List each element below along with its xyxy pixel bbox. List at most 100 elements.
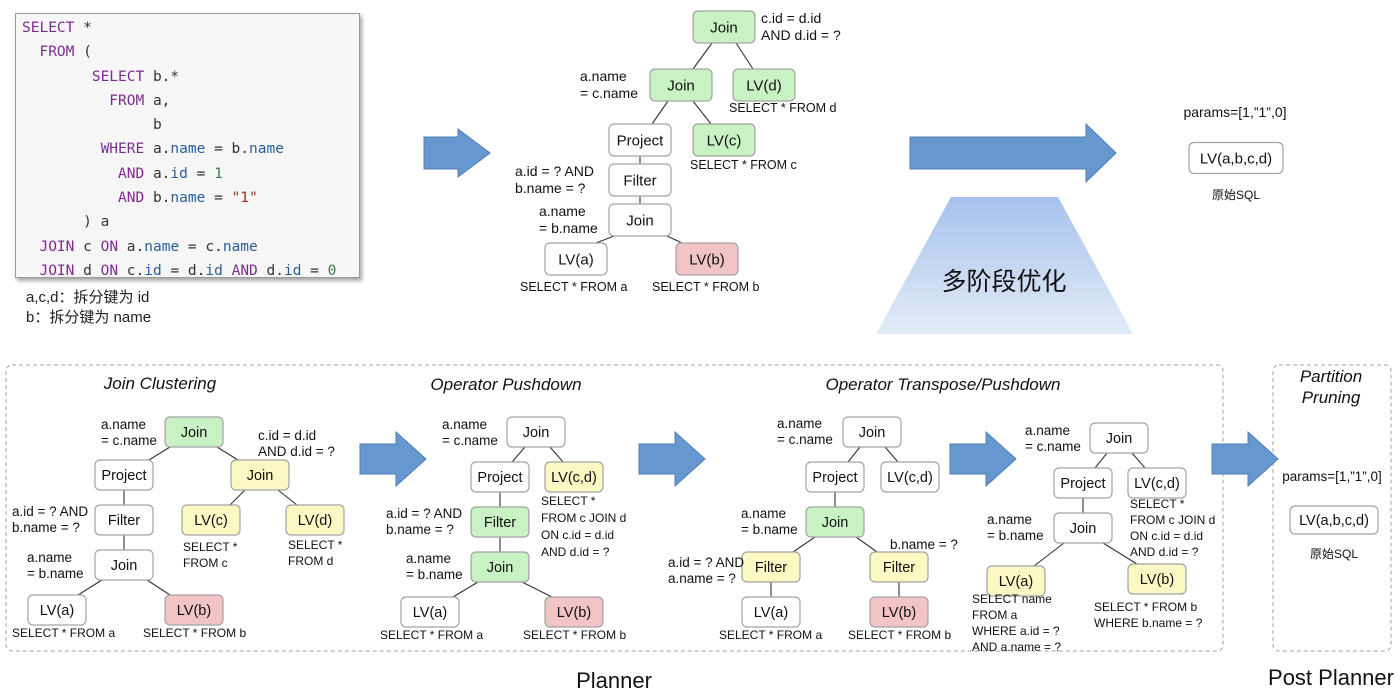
sql-field: id [170,165,188,182]
annotation: a.name= b.name [741,506,798,537]
sql-line: ) a [22,210,359,234]
node-lv-abcd: LV(a,b,c,d) [1289,505,1379,535]
node-box [470,461,530,493]
shard-key-note-b: b：拆分键为 name [26,309,152,326]
annotation-line: SELECT * FROM a [380,628,483,642]
annotation: a.name= c.name [580,68,638,101]
annotation-line: AND a.name = ? [972,640,1061,654]
node-label: LV(c,d) [551,470,597,486]
node-box [1053,467,1113,499]
annotation-line: ON c.id = d.id [541,528,614,542]
node-box [1289,505,1379,535]
node-label: Join [822,515,849,531]
post-planner-label: Post Planner [1268,665,1394,690]
sql-token: = d. [161,262,206,279]
annotation-line: = b.name [27,566,84,581]
node-lva: LV(a) [986,565,1046,597]
annotation: SELECT *FROM c [183,540,238,570]
sql-line: FROM a, [22,89,359,113]
planner-label: Planner [576,668,652,693]
sql-line: SELECT b.* [22,65,359,89]
annotation-line: FROM d [288,554,333,568]
annotation-line: = b.name [539,220,598,236]
annotation-line: a.name [1025,423,1070,438]
node-box [869,596,929,628]
flow-arrow-icon [423,128,491,178]
node-label: Join [667,77,695,94]
node-box [1053,512,1113,544]
sql-line: FROM ( [22,40,359,64]
annotation: SELECT * FROM b [143,626,246,640]
annotation-line: a.name [406,551,451,566]
node-label: Join [111,558,138,574]
node-j3: Join [608,203,672,237]
node-label: Filter [484,515,516,531]
annotation-line: = b.name [987,528,1044,543]
node-box [805,506,865,538]
annotation: a.name= c.name [442,417,498,448]
flow-arrow-icon [359,430,427,488]
sql-keyword: JOIN [22,238,75,255]
node-box [470,506,530,538]
node-box [869,551,929,583]
panel-title-partition-pruning: Pruning [1302,388,1361,407]
node-proj: Project [1053,467,1113,499]
tree-edge [847,446,861,463]
node-box [164,594,224,626]
node-box [230,459,290,491]
node-label: Join [523,425,550,441]
sql-line: JOIN c ON a.name = c.name [22,235,359,259]
node-lv-abcd: LV(a,b,c,d) [1188,141,1284,175]
planner-region [5,364,1224,652]
flow-arrow-icon [949,430,1017,488]
sql-token: = [301,262,328,279]
node-lvb: LV(b) [544,596,604,628]
node-lva: LV(a) [27,594,87,626]
original-sql-caption: 原始SQL [1310,547,1358,561]
panel-title-partition-pruning: Partition [1300,367,1362,386]
node-lvcd: LV(c,d) [1127,467,1187,499]
node-lva: LV(a) [544,242,608,276]
tree-edge [651,100,669,125]
sql-token: * [74,20,92,36]
sql-keyword: AND [22,190,145,207]
annotation-line: SELECT * FROM a [12,626,115,640]
sql-keyword: WHERE [22,141,145,158]
node-label: Filter [108,513,140,529]
node-label: LV(a) [558,251,594,268]
sql-line: b [22,113,359,137]
sql-field: name [144,238,180,255]
annotation-line: a.name = ? [668,571,736,586]
node-label: Join [1070,521,1097,537]
node-box [649,68,713,102]
tree-edge [735,42,754,70]
annotation: SELECT * FROM a [719,628,822,642]
sql-field: id [144,262,162,279]
sql-token: a. [144,165,171,182]
node-j1: Join [164,416,224,448]
node-box [544,242,608,276]
node-box [880,461,940,493]
sql-keyword: ON [100,238,119,255]
node-label: LV(b) [557,605,591,621]
annotation: a.name= b.name [27,550,84,581]
node-lvb: LV(b) [869,596,929,628]
node-box [692,10,756,44]
annotation-line: a.name [777,416,822,431]
tree-edge [595,235,615,244]
sql-keyword: AND [22,165,145,182]
node-proj: Project [608,123,672,157]
sql-field: name [170,141,206,158]
params-label: params=[1,”1”,0] [1282,469,1381,484]
annotation-line: a.name [741,506,786,521]
tree-edge [855,536,878,553]
node-box [805,461,865,493]
tree-edge [1033,542,1065,567]
annotation-line: AND d.id = ? [541,545,610,559]
node-label: LV(c) [194,513,228,529]
tree-edge [216,446,239,461]
